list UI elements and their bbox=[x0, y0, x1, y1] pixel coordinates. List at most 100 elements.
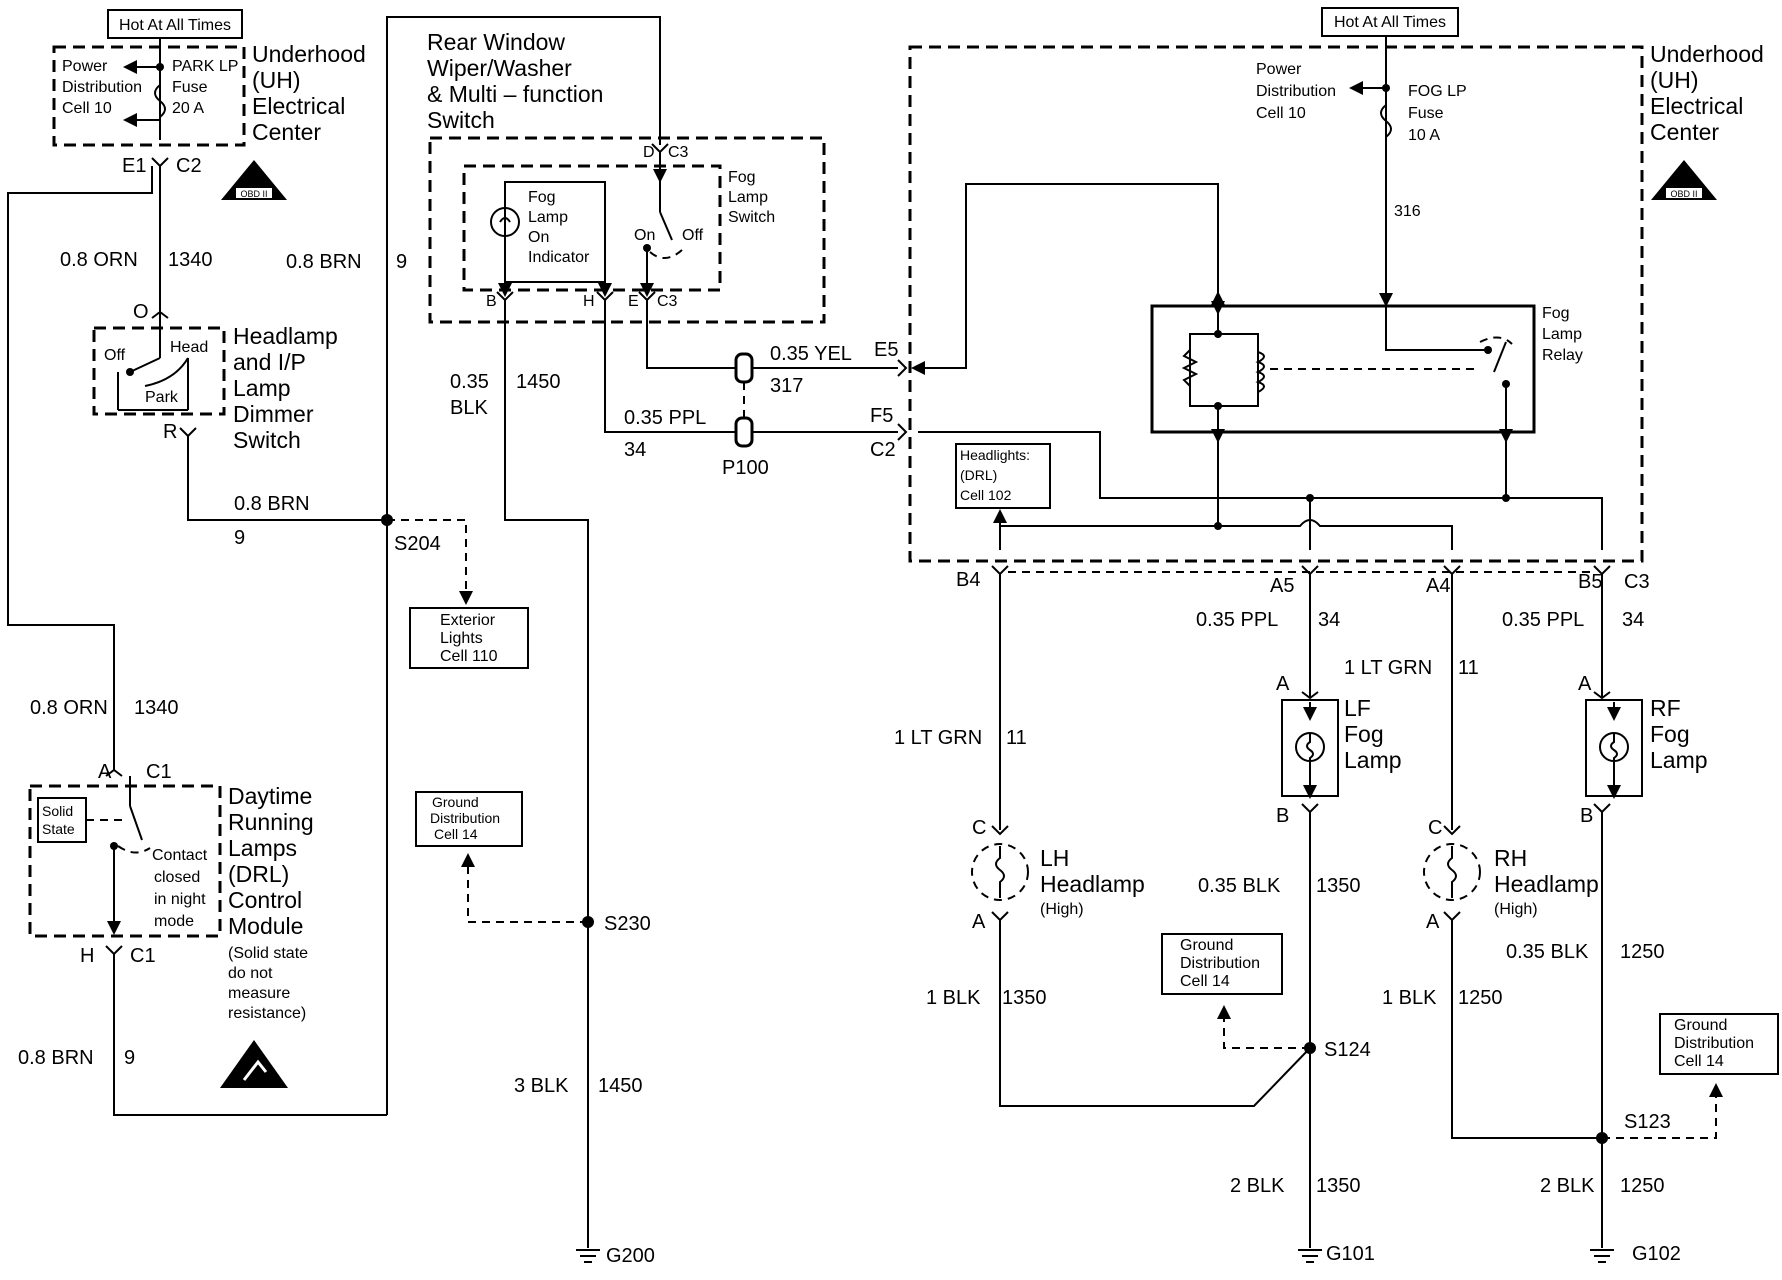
lh-1: LH bbox=[1040, 845, 1069, 871]
wire-317 bbox=[646, 300, 898, 369]
wire-9a-num: 9 bbox=[396, 251, 407, 273]
ind-3: On bbox=[528, 229, 549, 246]
hl-head: Head bbox=[170, 339, 208, 356]
uh-right-title-2: (UH) bbox=[1650, 67, 1699, 93]
sw-off: Off bbox=[682, 227, 704, 244]
ground-g200 bbox=[576, 1249, 600, 1263]
s123-label: S123 bbox=[1624, 1111, 1671, 1133]
lf-1: LF bbox=[1344, 695, 1371, 721]
park-fuse-label-3: 20 A bbox=[172, 100, 204, 117]
headlights-drl-ref bbox=[955, 443, 1051, 509]
fog-fuse-3: 10 A bbox=[1408, 127, 1440, 144]
s230-label: S230 bbox=[604, 913, 651, 935]
pin-e1: E1 bbox=[122, 155, 146, 177]
uh-left-title-1: Underhood bbox=[252, 41, 366, 67]
relay-resistor bbox=[1181, 349, 1199, 387]
wire-1250c-color: 2 BLK bbox=[1540, 1175, 1595, 1197]
fog-fuse-symbol bbox=[1380, 104, 1392, 138]
wire-1450a-color: BLK bbox=[450, 397, 488, 419]
contact-2: closed bbox=[154, 869, 200, 886]
uh-left-box bbox=[52, 45, 246, 147]
ground-dist-ref-3 bbox=[1659, 1013, 1779, 1075]
uh-right-pdc-2: Distribution bbox=[1256, 83, 1336, 100]
pin-c3-right: C3 bbox=[1624, 571, 1650, 593]
relay-1: Fog bbox=[1542, 305, 1570, 322]
wire-1250a-color: 0.35 BLK bbox=[1506, 941, 1589, 963]
uh-left-title-3: Electrical bbox=[252, 93, 345, 119]
gd1-1: Ground bbox=[432, 794, 479, 810]
wire-1340-top-color: 0.8 ORN bbox=[60, 249, 138, 271]
g101-label: G101 bbox=[1326, 1243, 1375, 1265]
pin-a-drl: A bbox=[98, 761, 112, 783]
exterior-lights-ref bbox=[409, 607, 529, 669]
pin-c2-right: C2 bbox=[870, 439, 896, 461]
wire-9b-color: 0.8 BRN bbox=[234, 493, 310, 515]
lh-pin-c: C bbox=[972, 817, 986, 839]
hl-ref-1: Headlights: bbox=[960, 447, 1030, 463]
rh-3: (High) bbox=[1494, 901, 1538, 918]
gd3-3: Cell 14 bbox=[1674, 1053, 1724, 1070]
wire-1250b-num: 1250 bbox=[1458, 987, 1503, 1009]
wire-34a5-num: 34 bbox=[1318, 609, 1340, 631]
wire-9-drl bbox=[113, 954, 387, 1116]
pin-h-drl: H bbox=[80, 945, 94, 967]
ind-1: Fog bbox=[528, 189, 556, 206]
wire-9c-color: 0.8 BRN bbox=[18, 1047, 94, 1069]
solid-state-box bbox=[37, 797, 87, 843]
pin-b4: B4 bbox=[956, 569, 980, 591]
uh-right-title-3: Electrical bbox=[1650, 93, 1743, 119]
gd1-2: Distribution bbox=[430, 810, 500, 826]
wire-1250-rh bbox=[1451, 920, 1602, 1139]
relay-2: Lamp bbox=[1542, 326, 1582, 343]
lh-3: (High) bbox=[1040, 901, 1084, 918]
gd1-3: Cell 14 bbox=[434, 826, 478, 842]
fog-fuse-2: Fuse bbox=[1408, 105, 1444, 122]
drl-title-2: Running bbox=[228, 809, 314, 835]
wire-1350c-num: 1350 bbox=[1316, 1175, 1361, 1197]
gd2-1: Ground bbox=[1180, 937, 1233, 954]
uh-center-right: Hot At All Times Power Distribution Cell… bbox=[870, 7, 1764, 597]
wire-9-main bbox=[386, 16, 661, 1115]
wire-1340-low-color: 0.8 ORN bbox=[30, 697, 108, 719]
headlamp-switch: O Off Head Park Headlamp and I/P Lamp Di… bbox=[92, 301, 338, 453]
wire-1250a-num: 1250 bbox=[1620, 941, 1665, 963]
pin-a4: A4 bbox=[1426, 575, 1450, 597]
pin-o: O bbox=[133, 301, 149, 323]
gd2-2: Distribution bbox=[1180, 955, 1260, 972]
wire-9-dimmer bbox=[187, 436, 387, 521]
fogsw-1: Fog bbox=[728, 169, 756, 186]
drl-title-3: Lamps bbox=[228, 835, 297, 861]
p100-connector-a bbox=[734, 352, 754, 384]
uh-left-title-4: Center bbox=[252, 119, 321, 145]
lh-2: Headlamp bbox=[1040, 871, 1145, 897]
wire-11b4-color: 1 LT GRN bbox=[894, 727, 982, 749]
esd-warning-icon bbox=[220, 1040, 288, 1088]
drl-note-2: do not bbox=[228, 965, 273, 982]
pin-f5: F5 bbox=[870, 405, 893, 427]
ground-dist-ref-1 bbox=[415, 791, 523, 847]
uh-right-title-4: Center bbox=[1650, 119, 1719, 145]
hot-label-left-text: Hot At All Times bbox=[119, 17, 231, 34]
wire-34-color: 0.35 PPL bbox=[624, 407, 706, 429]
lf-2: Fog bbox=[1344, 721, 1384, 747]
wire-1450a-gauge: 0.35 bbox=[450, 371, 489, 393]
wire-1350a-color: 0.35 BLK bbox=[1198, 875, 1281, 897]
hl-title-2: and I/P bbox=[233, 349, 306, 375]
solid-2: State bbox=[42, 821, 75, 837]
wire-1350-lh bbox=[999, 920, 1311, 1107]
wire-9a-color: 0.8 BRN bbox=[286, 251, 362, 273]
rear-title-3: & Multi – function bbox=[427, 81, 603, 107]
wire-34-num: 34 bbox=[624, 439, 646, 461]
wire-11b4-num: 11 bbox=[1006, 727, 1027, 749]
uh-right-pdc-1: Power bbox=[1256, 61, 1302, 78]
uh-right-box bbox=[908, 45, 1644, 563]
pin-c1-drl-bottom: C1 bbox=[130, 945, 156, 967]
drl-module: 0.8 ORN 1340 A C1 Solid State Contact cl… bbox=[28, 697, 314, 1088]
park-fuse-symbol bbox=[154, 84, 166, 118]
relay-coil bbox=[1255, 351, 1265, 393]
lf-pin-b: B bbox=[1276, 805, 1289, 827]
s204-label: S204 bbox=[394, 533, 441, 555]
ground-g101 bbox=[1298, 1249, 1322, 1263]
uh-left-pdc-1: Power bbox=[62, 58, 108, 75]
pin-a5: A5 bbox=[1270, 575, 1294, 597]
